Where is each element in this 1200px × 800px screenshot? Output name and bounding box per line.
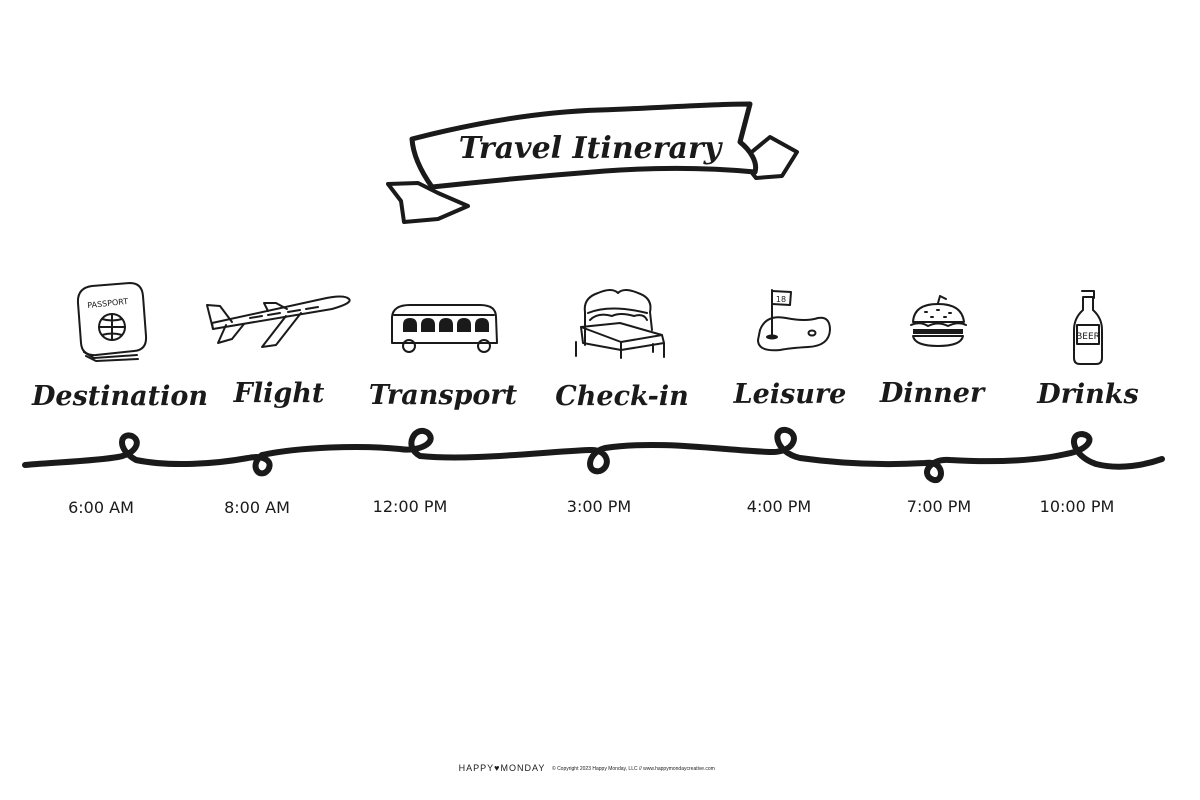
item-time-transport: 12:00 PM (373, 497, 448, 516)
item-label-leisure: Leisure (733, 379, 847, 410)
item-time-check-in: 3:00 PM (567, 497, 631, 516)
passport-icon: PASSPORT (76, 282, 148, 362)
item-label-transport: Transport (369, 380, 518, 411)
burger-icon (910, 295, 967, 347)
bed-icon (575, 289, 665, 359)
airplane-icon (206, 295, 351, 348)
golf-flag-icon: 18 (757, 289, 831, 352)
item-time-drinks: 10:00 PM (1040, 497, 1115, 516)
beer-label-text: BEER (1076, 332, 1100, 342)
item-label-dinner: Dinner (879, 378, 986, 409)
item-time-flight: 8:00 AM (224, 498, 290, 517)
footer-brand: HAPPY♥MONDAY (459, 763, 546, 773)
item-label-check-in: Check-in (555, 381, 688, 412)
footer-copyright: © Copyright 2023 Happy Monday, LLC // ww… (552, 765, 715, 772)
page-title: Travel Itinerary (459, 131, 724, 166)
timeline-line (22, 426, 1165, 483)
beer-bottle-icon: BEER (1073, 290, 1103, 365)
item-label-flight: Flight (233, 378, 325, 409)
item-time-leisure: 4:00 PM (747, 497, 811, 516)
trolley-icon (391, 304, 498, 353)
title-banner: Travel Itinerary (386, 101, 799, 224)
flag-number-text: 18 (776, 295, 786, 304)
passport-icon-text: PASSPORT (87, 297, 129, 310)
item-time-dinner: 7:00 PM (907, 497, 971, 516)
item-label-destination: Destination (31, 381, 208, 412)
item-time-destination: 6:00 AM (68, 498, 134, 517)
item-label-drinks: Drinks (1036, 379, 1138, 410)
